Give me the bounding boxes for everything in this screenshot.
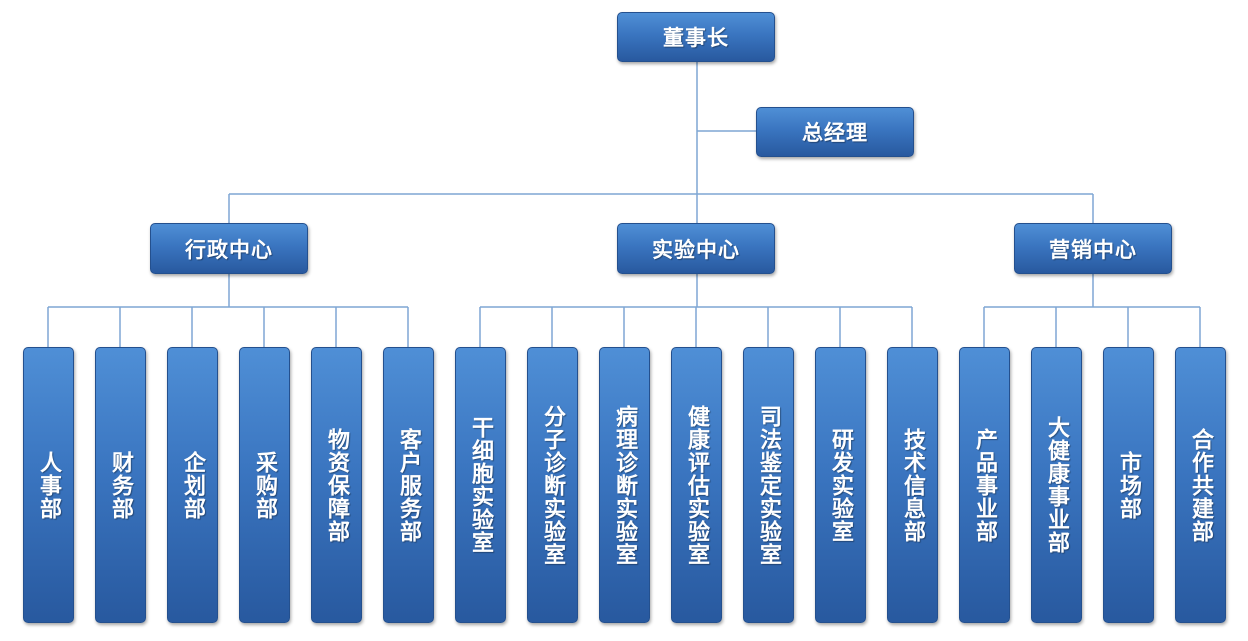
dept-box: 技术信息部 <box>887 347 938 623</box>
dept-box: 合作共建部 <box>1175 347 1226 623</box>
dept-box: 研发实验室 <box>815 347 866 623</box>
dept-box: 物资保障部 <box>311 347 362 623</box>
dept-box: 采购部 <box>239 347 290 623</box>
dept-box: 产品事业部 <box>959 347 1010 623</box>
dept-box: 企划部 <box>167 347 218 623</box>
dept-box: 干细胞实验室 <box>455 347 506 623</box>
chairman-box: 董事长 <box>617 12 775 62</box>
dept-box: 客户服务部 <box>383 347 434 623</box>
dept-box: 大健康事业部 <box>1031 347 1082 623</box>
general-manager-box: 总经理 <box>756 107 914 157</box>
dept-box: 市场部 <box>1103 347 1154 623</box>
dept-box: 分子诊断实验室 <box>527 347 578 623</box>
center-box-admin: 行政中心 <box>150 223 308 274</box>
dept-box: 病理诊断实验室 <box>599 347 650 623</box>
center-box-marketing: 营销中心 <box>1014 223 1172 274</box>
dept-box: 财务部 <box>95 347 146 623</box>
dept-box: 人事部 <box>23 347 74 623</box>
center-box-lab: 实验中心 <box>617 223 775 274</box>
dept-box: 司法鉴定实验室 <box>743 347 794 623</box>
dept-box: 健康评估实验室 <box>671 347 722 623</box>
